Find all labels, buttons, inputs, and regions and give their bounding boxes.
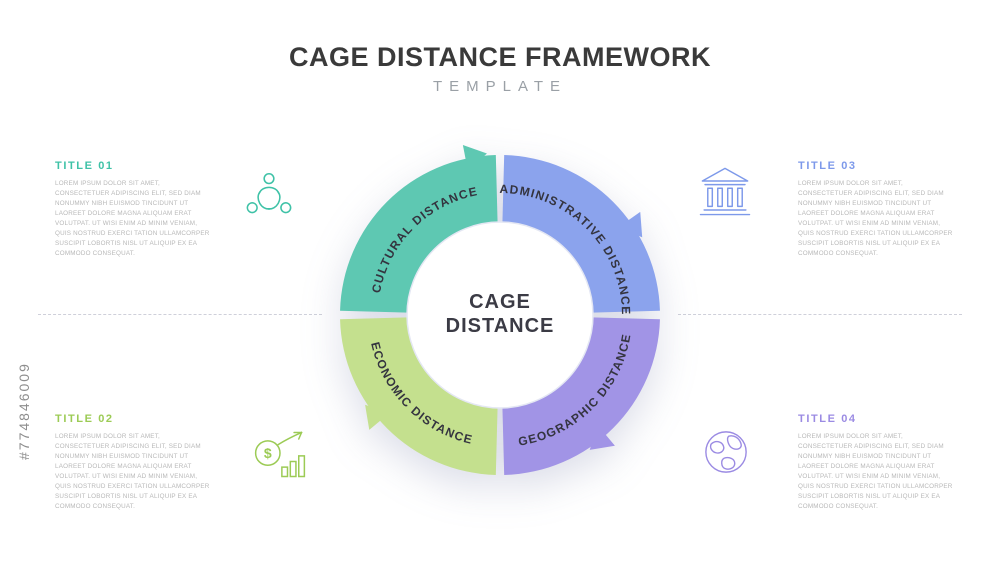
segment-cultural <box>340 155 498 313</box>
segment-economic <box>340 317 498 475</box>
section-03: TITLE 03 Lorem ipsum dolor sit amet, con… <box>798 160 956 260</box>
section-03-body: Lorem ipsum dolor sit amet, consectetuer… <box>798 180 953 258</box>
people-network-icon <box>246 173 292 214</box>
center-label-line2: DISTANCE <box>446 315 555 337</box>
connector-dashed-line-left <box>38 314 322 315</box>
dollar-growth-chart-icon: $ <box>254 431 306 478</box>
segment-geographic <box>502 317 660 475</box>
section-04-body: Lorem ipsum dolor sit amet, consectetuer… <box>798 433 953 511</box>
section-01-title: TITLE 01 <box>55 160 114 172</box>
cage-distance-wheel: CULTURAL DISTANCE ADMINISTRATIVE DISTANC… <box>340 144 660 475</box>
section-02-body: Lorem ipsum dolor sit amet, consectetuer… <box>55 433 210 511</box>
page-title: CAGE DISTANCE FRAMEWORK <box>289 42 711 72</box>
watermark: #774846009 <box>16 362 32 460</box>
section-01: TITLE 01 Lorem ipsum dolor sit amet, con… <box>55 160 213 260</box>
page-subtitle: TEMPLATE <box>432 78 568 95</box>
section-02: TITLE 02 Lorem ipsum dolor sit amet, con… <box>55 413 213 513</box>
section-02-title: TITLE 02 <box>55 413 114 425</box>
globe-icon <box>705 431 747 473</box>
center-label-line1: CAGE <box>469 291 531 313</box>
section-03-title: TITLE 03 <box>798 160 857 172</box>
center-circle <box>406 221 594 409</box>
connector-dashed-line-right <box>678 314 962 315</box>
segment-administrative <box>502 155 660 313</box>
section-04: TITLE 04 Lorem ipsum dolor sit amet, con… <box>798 413 956 513</box>
section-01-body: Lorem ipsum dolor sit amet, consectetuer… <box>55 180 210 258</box>
section-04-title: TITLE 04 <box>798 413 857 425</box>
dollar-symbol: $ <box>264 445 272 461</box>
header: CAGE DISTANCE FRAMEWORK TEMPLATE <box>0 42 1000 95</box>
bank-building-icon <box>699 167 751 216</box>
